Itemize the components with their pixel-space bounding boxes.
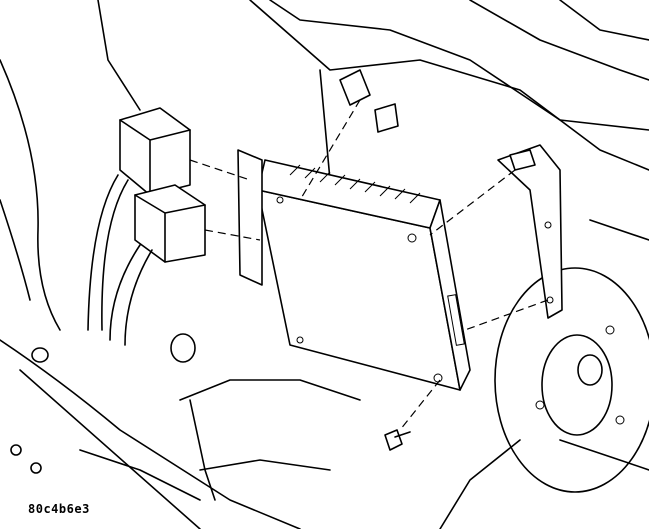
wheel-housing (494, 267, 649, 493)
heat-sink-fins (289, 164, 421, 204)
alignment-lines (189, 99, 549, 431)
electronic-module (237, 149, 471, 391)
figure-reference-code: 80c4b6e3 (28, 502, 90, 516)
upper-mounting-bracket (339, 69, 399, 133)
right-mounting-bracket (497, 144, 563, 319)
wiring-harness-connectors (87, 107, 206, 346)
mounting-bolt (384, 429, 411, 451)
